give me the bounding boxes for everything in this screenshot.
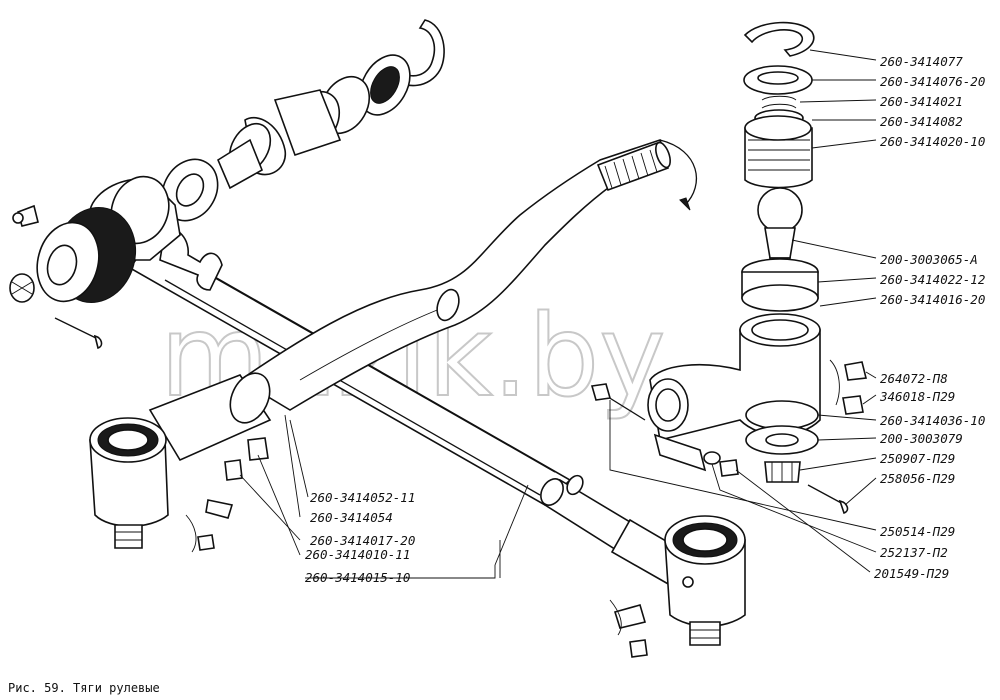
part-label: 252137-П2: [880, 545, 948, 560]
castle-nut-icon: [9, 273, 35, 303]
part-label: 260-3414036-10: [880, 413, 985, 428]
part-label: 260-3414022-12: [880, 272, 985, 287]
right-part-labels: 260-3414077 260-3414076-20 260-3414021 2…: [874, 54, 985, 581]
part-label: 260-3414020-10: [880, 134, 985, 149]
part-label: 260-3414054: [310, 510, 393, 525]
figure-caption: Рис. 59. Тяги рулевые: [8, 681, 160, 695]
center-leader-lines: [239, 414, 529, 579]
part-label: 260-3414016-20: [880, 292, 985, 307]
part-label: 260-3414017-20: [310, 533, 415, 548]
right-ball-joint-stack: [590, 21, 867, 515]
part-label: 250514-П29: [880, 524, 955, 539]
part-label: 200-3003065-А: [880, 252, 978, 267]
part-label: 200-3003079: [880, 431, 963, 446]
curved-tie-rod: [238, 138, 698, 411]
part-label: 346018-П29: [879, 389, 955, 404]
part-label: 260-3414082: [880, 114, 963, 129]
grease-fitting-icon: [12, 204, 39, 227]
right-leader-lines: [609, 49, 877, 573]
part-label: 258056-П29: [880, 471, 955, 486]
part-label: 260-3414052-11: [310, 490, 415, 505]
part-label: 260-3414021: [880, 94, 963, 109]
part-label: 260-3414010-11: [305, 547, 410, 562]
part-label: 264072-П8: [880, 371, 948, 386]
center-part-labels: 260-3414052-11 260-3414054 260-3414017-2…: [305, 490, 415, 585]
part-label: 201549-П29: [874, 566, 949, 581]
upper-left-ball-joint-assembly: [9, 19, 445, 350]
part-label: 260-3414015-10: [305, 570, 410, 585]
part-label: 260-3414077: [880, 54, 963, 69]
threaded-end: [596, 140, 671, 192]
lower-left-tie-rod-end: [89, 372, 272, 553]
part-label: 250907-П29: [880, 451, 955, 466]
part-label: 260-3414076-20: [880, 74, 985, 89]
lower-right-tie-rod-end: [609, 515, 746, 658]
